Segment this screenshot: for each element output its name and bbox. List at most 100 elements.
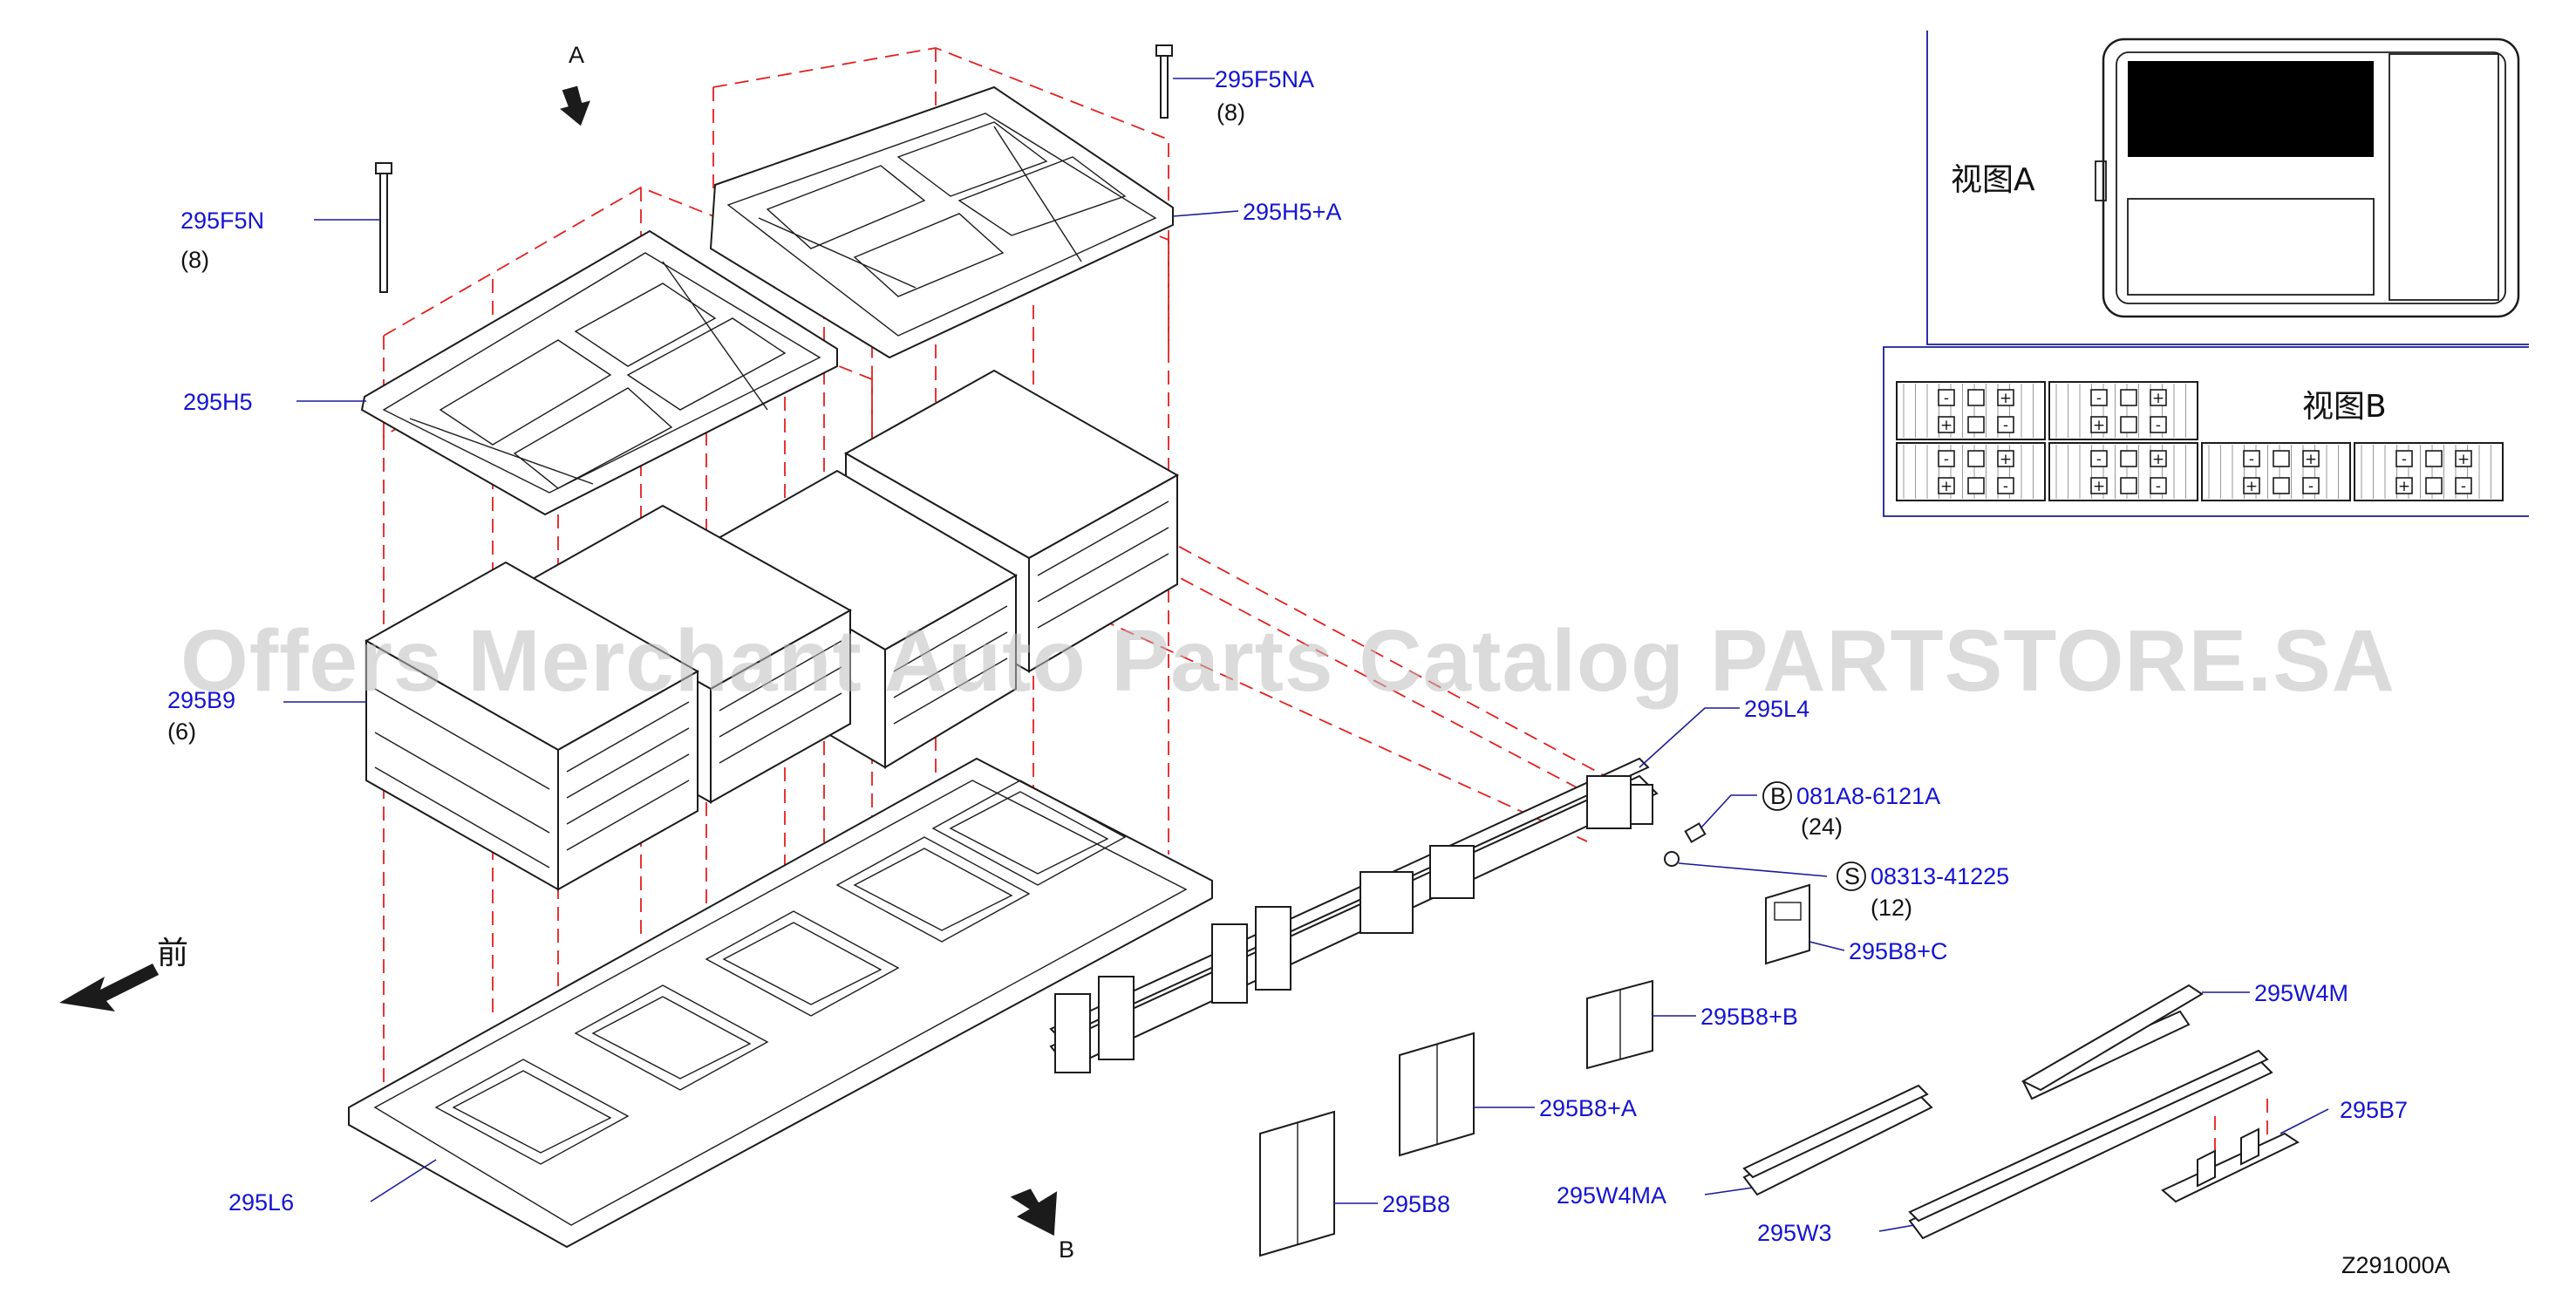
bottom-tray-295l6: [348, 757, 1213, 1249]
terminal-box-pos: [1938, 477, 1955, 494]
label-295b7: 295B7: [2340, 1097, 2408, 1123]
terminal-box-pos: [2395, 477, 2413, 494]
terminal-box-pos: [1997, 389, 2014, 406]
terminal-box-neutral: [2425, 477, 2443, 494]
terminal-box-pos: [2455, 450, 2472, 467]
view-a-dark-module: [2128, 61, 2374, 157]
bracket-295b8a: [1399, 1032, 1475, 1157]
watermark-text: Offers Merchant Auto Parts Catalog PARTS…: [181, 612, 2395, 710]
front-label: 前: [157, 936, 188, 971]
terminal-box-neutral: [1967, 450, 1985, 467]
terminal-symbol-pos: +: [2000, 390, 2012, 407]
terminal-box-pos: [2150, 450, 2167, 467]
terminal-box-pos: [2302, 450, 2320, 467]
bolt-295f5na: [1155, 44, 1173, 119]
bracket-295b7: [2161, 1127, 2300, 1203]
bolt-081a8: [1684, 822, 1707, 843]
view-b-arrow: B: [1010, 1188, 1074, 1263]
terminal-symbol-neg: -: [2003, 417, 2008, 434]
terminal-symbol-pos: +: [1940, 478, 1952, 495]
terminal-box-neutral: [1967, 477, 1985, 494]
terminal-box-neutral: [2120, 450, 2137, 467]
upper-plate-295h5a: [709, 85, 1174, 359]
label-295h5: 295H5: [183, 389, 253, 415]
terminal-box-neutral: [2120, 477, 2137, 494]
lower-plate-295h5: [360, 229, 838, 516]
terminal-box-pos: [1997, 450, 2014, 467]
qty-08313: (12): [1871, 895, 1912, 921]
terminal-box-neg: [1997, 416, 2014, 433]
terminal-box-neg: [2090, 450, 2108, 467]
terminal-box-neg: [1997, 477, 2014, 494]
rail-295w3: [1908, 1049, 2273, 1240]
bolt-b-mark: B: [1770, 783, 1786, 809]
bolt-295f5n: [375, 162, 392, 293]
terminal-box-neutral: [1967, 416, 1985, 433]
view-a-inset: 视图A: [1926, 31, 2529, 345]
bracket-295b8b: [1586, 979, 1653, 1070]
label-295f5na: 295F5NA: [1215, 66, 1314, 92]
terminal-box-neg: [2090, 389, 2108, 406]
battery-module-front-left: [364, 561, 700, 891]
terminal-box-neg: [2455, 477, 2472, 494]
terminal-box-pos: [2090, 416, 2108, 433]
terminal-box-neutral: [2120, 416, 2137, 433]
qty-295f5na: (8): [1216, 99, 1245, 126]
terminal-symbol-neg: -: [2096, 451, 2102, 468]
qty-295f5n: (8): [181, 247, 209, 273]
terminal-box-neg: [2302, 477, 2320, 494]
terminal-box-neg: [2395, 450, 2413, 467]
terminal-symbol-neg: -: [2003, 478, 2008, 495]
callout-labels: 295F5NA (8) 295F5N (8) 295H5+A 295H5 295…: [167, 66, 2408, 1246]
terminal-symbol-pos: +: [2093, 478, 2105, 495]
label-295b8: 295B8: [1382, 1191, 1450, 1217]
nut-s-mark-circle: [1837, 862, 1866, 891]
terminal-box-pos: [2243, 477, 2260, 494]
label-295w4m: 295W4M: [2254, 980, 2348, 1006]
label-295h5a: 295H5+A: [1243, 199, 1341, 225]
view-b-title: 视图B: [2302, 389, 2387, 425]
nut-08313: [1664, 851, 1680, 867]
terminal-box-neutral: [2425, 450, 2443, 467]
label-295b8b: 295B8+B: [1700, 1004, 1798, 1030]
terminal-box-pos: [2150, 389, 2167, 406]
label-295b9: 295B9: [167, 687, 235, 713]
label-081a8: 081A8-6121A: [1796, 783, 1940, 809]
terminal-box-neg: [1938, 450, 1955, 467]
terminal-symbol-pos: +: [2245, 478, 2258, 495]
terminal-symbol-neg: -: [2402, 451, 2407, 468]
qty-081a8: (24): [1801, 814, 1843, 840]
leader-lines: [283, 78, 2329, 1232]
terminal-symbol-neg: -: [1944, 451, 1949, 468]
view-b-letter: B: [1059, 1236, 1074, 1263]
label-295b8a: 295B8+A: [1539, 1095, 1637, 1121]
terminal-symbol-neg: -: [2156, 417, 2161, 434]
terminal-symbol-neg: -: [2249, 451, 2254, 468]
terminal-symbol-pos: +: [2457, 451, 2470, 468]
view-b-terminal-modules: -++--++--++--++--++--++-: [1896, 381, 2504, 501]
terminal-symbol-pos: +: [2093, 417, 2105, 434]
terminal-box-neutral: [2273, 477, 2290, 494]
front-arrow: 前: [59, 936, 188, 1011]
terminal-box-neg: [2243, 450, 2260, 467]
bolt-b-mark-circle: [1762, 781, 1792, 811]
label-295w4ma: 295W4MA: [1557, 1182, 1666, 1209]
diagram-code: Z291000A: [2341, 1252, 2450, 1278]
label-295b8c: 295B8+C: [1849, 938, 1947, 964]
view-a-arrow: A: [560, 42, 590, 126]
terminal-box-pos: [2090, 477, 2108, 494]
terminal-symbol-pos: +: [2305, 451, 2317, 468]
terminal-symbol-pos: +: [2152, 390, 2164, 407]
terminal-symbol-neg: -: [2096, 390, 2102, 407]
terminal-symbol-neg: -: [1944, 390, 1949, 407]
terminal-symbol-pos: +: [2152, 451, 2164, 468]
label-295f5n: 295F5N: [181, 208, 264, 234]
label-295l4: 295L4: [1744, 696, 1809, 722]
terminal-box-pos: [1938, 416, 1955, 433]
view-b-inset: 视图B -++--++--++--++--++--++-: [1883, 346, 2529, 517]
terminal-box-neutral: [2120, 389, 2137, 406]
nut-s-mark: S: [1844, 863, 1860, 889]
terminal-box-neutral: [1967, 389, 1985, 406]
terminal-symbol-neg: -: [2461, 478, 2466, 495]
